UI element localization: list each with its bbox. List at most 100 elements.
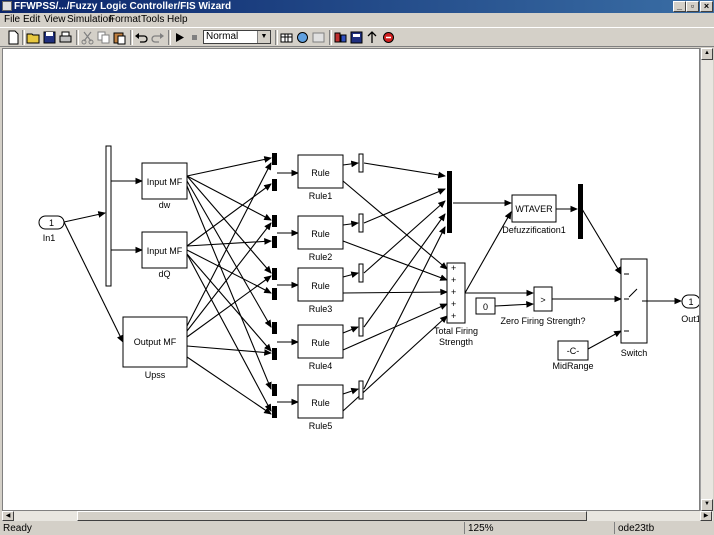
input-mf-dw-text: Input MF (147, 177, 183, 187)
output-mf-text: Output MF (134, 337, 177, 347)
rule3-text: Rule (311, 281, 330, 291)
total-firing-strength-block[interactable]: +++++ Total Firing Strength (434, 262, 478, 347)
svg-text:+: + (451, 275, 456, 285)
debugger-icon[interactable] (381, 30, 396, 45)
svg-text:+: + (451, 263, 456, 273)
paste-icon[interactable] (112, 30, 127, 45)
open-folder-icon[interactable] (26, 30, 41, 45)
model-canvas[interactable]: 1 In1 Input MF dw Input MF dQ Output MF … (2, 48, 700, 511)
inport-number: 1 (49, 218, 54, 228)
redo-icon[interactable] (150, 30, 165, 45)
total-firing-label-1: Total Firing (434, 326, 478, 336)
menu-edit[interactable]: Edit (23, 14, 41, 25)
undo-icon[interactable] (134, 30, 149, 45)
rule1-block[interactable]: Rule Rule1 (297, 154, 344, 201)
rule1-label: Rule1 (309, 191, 333, 201)
outport-number: 1 (688, 297, 693, 307)
title-bar: FFWPSS/.../Fuzzy Logic Controller/FIS Wi… (0, 0, 714, 13)
rule5-text: Rule (311, 398, 330, 408)
menu-view[interactable]: View (44, 14, 66, 25)
go-to-parent-icon[interactable] (365, 30, 380, 45)
debug-icon[interactable] (311, 30, 326, 45)
input-mf-dq-block[interactable]: Input MF dQ (141, 231, 188, 279)
chevron-down-icon[interactable]: ▼ (257, 31, 270, 43)
wtaver-text: WTAVER (515, 204, 553, 214)
scroll-left-arrow-icon[interactable]: ◀ (2, 511, 14, 521)
input-mf-dw-label: dw (159, 200, 171, 210)
midrange-label: MidRange (552, 361, 593, 371)
input-mf-dq-text: Input MF (147, 246, 183, 256)
menu-bar: File Edit View Simulation Format Tools H… (0, 13, 714, 26)
rule5-block[interactable]: Rule Rule5 (297, 384, 344, 431)
switch-label: Switch (621, 348, 648, 358)
inport-label: In1 (43, 233, 56, 243)
rule4-block[interactable]: Rule Rule4 (297, 324, 344, 371)
midrange-text: -C- (567, 346, 580, 356)
outport-label: Out1 (681, 314, 700, 324)
minimize-button[interactable]: _ (673, 1, 686, 12)
menu-help[interactable]: Help (167, 14, 188, 25)
rule2-block[interactable]: Rule Rule2 (297, 215, 344, 262)
start-simulation-icon[interactable] (172, 30, 187, 45)
menu-tools[interactable]: Tools (141, 14, 165, 25)
switch-block[interactable]: Switch (620, 258, 648, 358)
zero-firing-compare-block[interactable]: > Zero Firing Strength? (500, 286, 586, 326)
build-icon[interactable] (279, 30, 294, 45)
rule3-block[interactable]: Rule Rule3 (297, 267, 344, 314)
input-mf-dw-block[interactable]: Input MF dw (141, 162, 188, 210)
menu-simulation[interactable]: Simulation (67, 14, 114, 25)
horizontal-scroll-thumb[interactable] (77, 511, 587, 521)
midrange-constant-block[interactable]: -C- MidRange (552, 340, 594, 371)
status-text: Ready (3, 523, 32, 534)
window-title: FFWPSS/.../Fuzzy Logic Controller/FIS Wi… (14, 1, 232, 12)
wtaver-defuzzification-block[interactable]: WTAVER Defuzzification1 (502, 194, 566, 235)
rule-output-gates[interactable] (358, 153, 364, 400)
restore-button[interactable]: ▫ (686, 1, 699, 12)
simulation-mode-select[interactable]: Normal ▼ (203, 30, 271, 44)
zoom-level: 125% (464, 522, 616, 534)
menu-file[interactable]: File (4, 14, 21, 25)
new-file-icon[interactable] (6, 30, 21, 45)
status-bar: Ready 125% ode23tb (0, 522, 714, 535)
rule3-label: Rule3 (309, 304, 333, 314)
rule4-text: Rule (311, 338, 330, 348)
update-diagram-icon[interactable] (295, 30, 310, 45)
zero-constant-text: 0 (483, 302, 488, 312)
rule-input-muxes[interactable] (272, 153, 277, 418)
svg-text:+: + (451, 299, 456, 309)
model-explorer-icon[interactable] (349, 30, 364, 45)
scroll-up-arrow-icon[interactable]: ▲ (701, 48, 713, 60)
compare-text: > (540, 295, 545, 305)
outport-out1[interactable]: 1 Out1 (681, 294, 700, 324)
toolbar: Normal ▼ (0, 27, 714, 47)
save-icon[interactable] (42, 30, 57, 45)
weighted-output-mux[interactable] (447, 171, 452, 233)
library-browser-icon[interactable] (333, 30, 348, 45)
horizontal-scrollbar[interactable]: ◀ ▶ (2, 511, 713, 521)
inport-in1[interactable]: 1 In1 (38, 215, 65, 243)
app-icon (2, 1, 12, 11)
vertical-scrollbar[interactable]: ▲ ▼ (700, 48, 713, 511)
defuzz-output-bar[interactable] (578, 184, 583, 239)
compare-label: Zero Firing Strength? (500, 316, 585, 326)
svg-text:+: + (451, 311, 456, 321)
cut-icon[interactable] (80, 30, 95, 45)
print-icon[interactable] (58, 30, 73, 45)
output-mf-upss-block[interactable]: Output MF Upss (122, 316, 188, 380)
scroll-down-arrow-icon[interactable]: ▼ (701, 499, 713, 511)
stop-simulation-icon[interactable] (187, 30, 202, 45)
copy-icon[interactable] (96, 30, 111, 45)
rule4-label: Rule4 (309, 361, 333, 371)
close-button[interactable]: × (700, 1, 713, 12)
svg-text:+: + (451, 287, 456, 297)
zero-constant-block[interactable]: 0 (475, 297, 496, 315)
rule5-label: Rule5 (309, 421, 333, 431)
menu-format[interactable]: Format (109, 14, 141, 25)
solver-name: ode23tb (614, 522, 714, 534)
signal-lines (63, 156, 682, 415)
scroll-right-arrow-icon[interactable]: ▶ (700, 511, 712, 521)
wtaver-label: Defuzzification1 (502, 225, 566, 235)
demux-bar[interactable] (105, 145, 112, 287)
input-mf-dq-label: dQ (158, 269, 170, 279)
output-mf-label: Upss (145, 370, 166, 380)
